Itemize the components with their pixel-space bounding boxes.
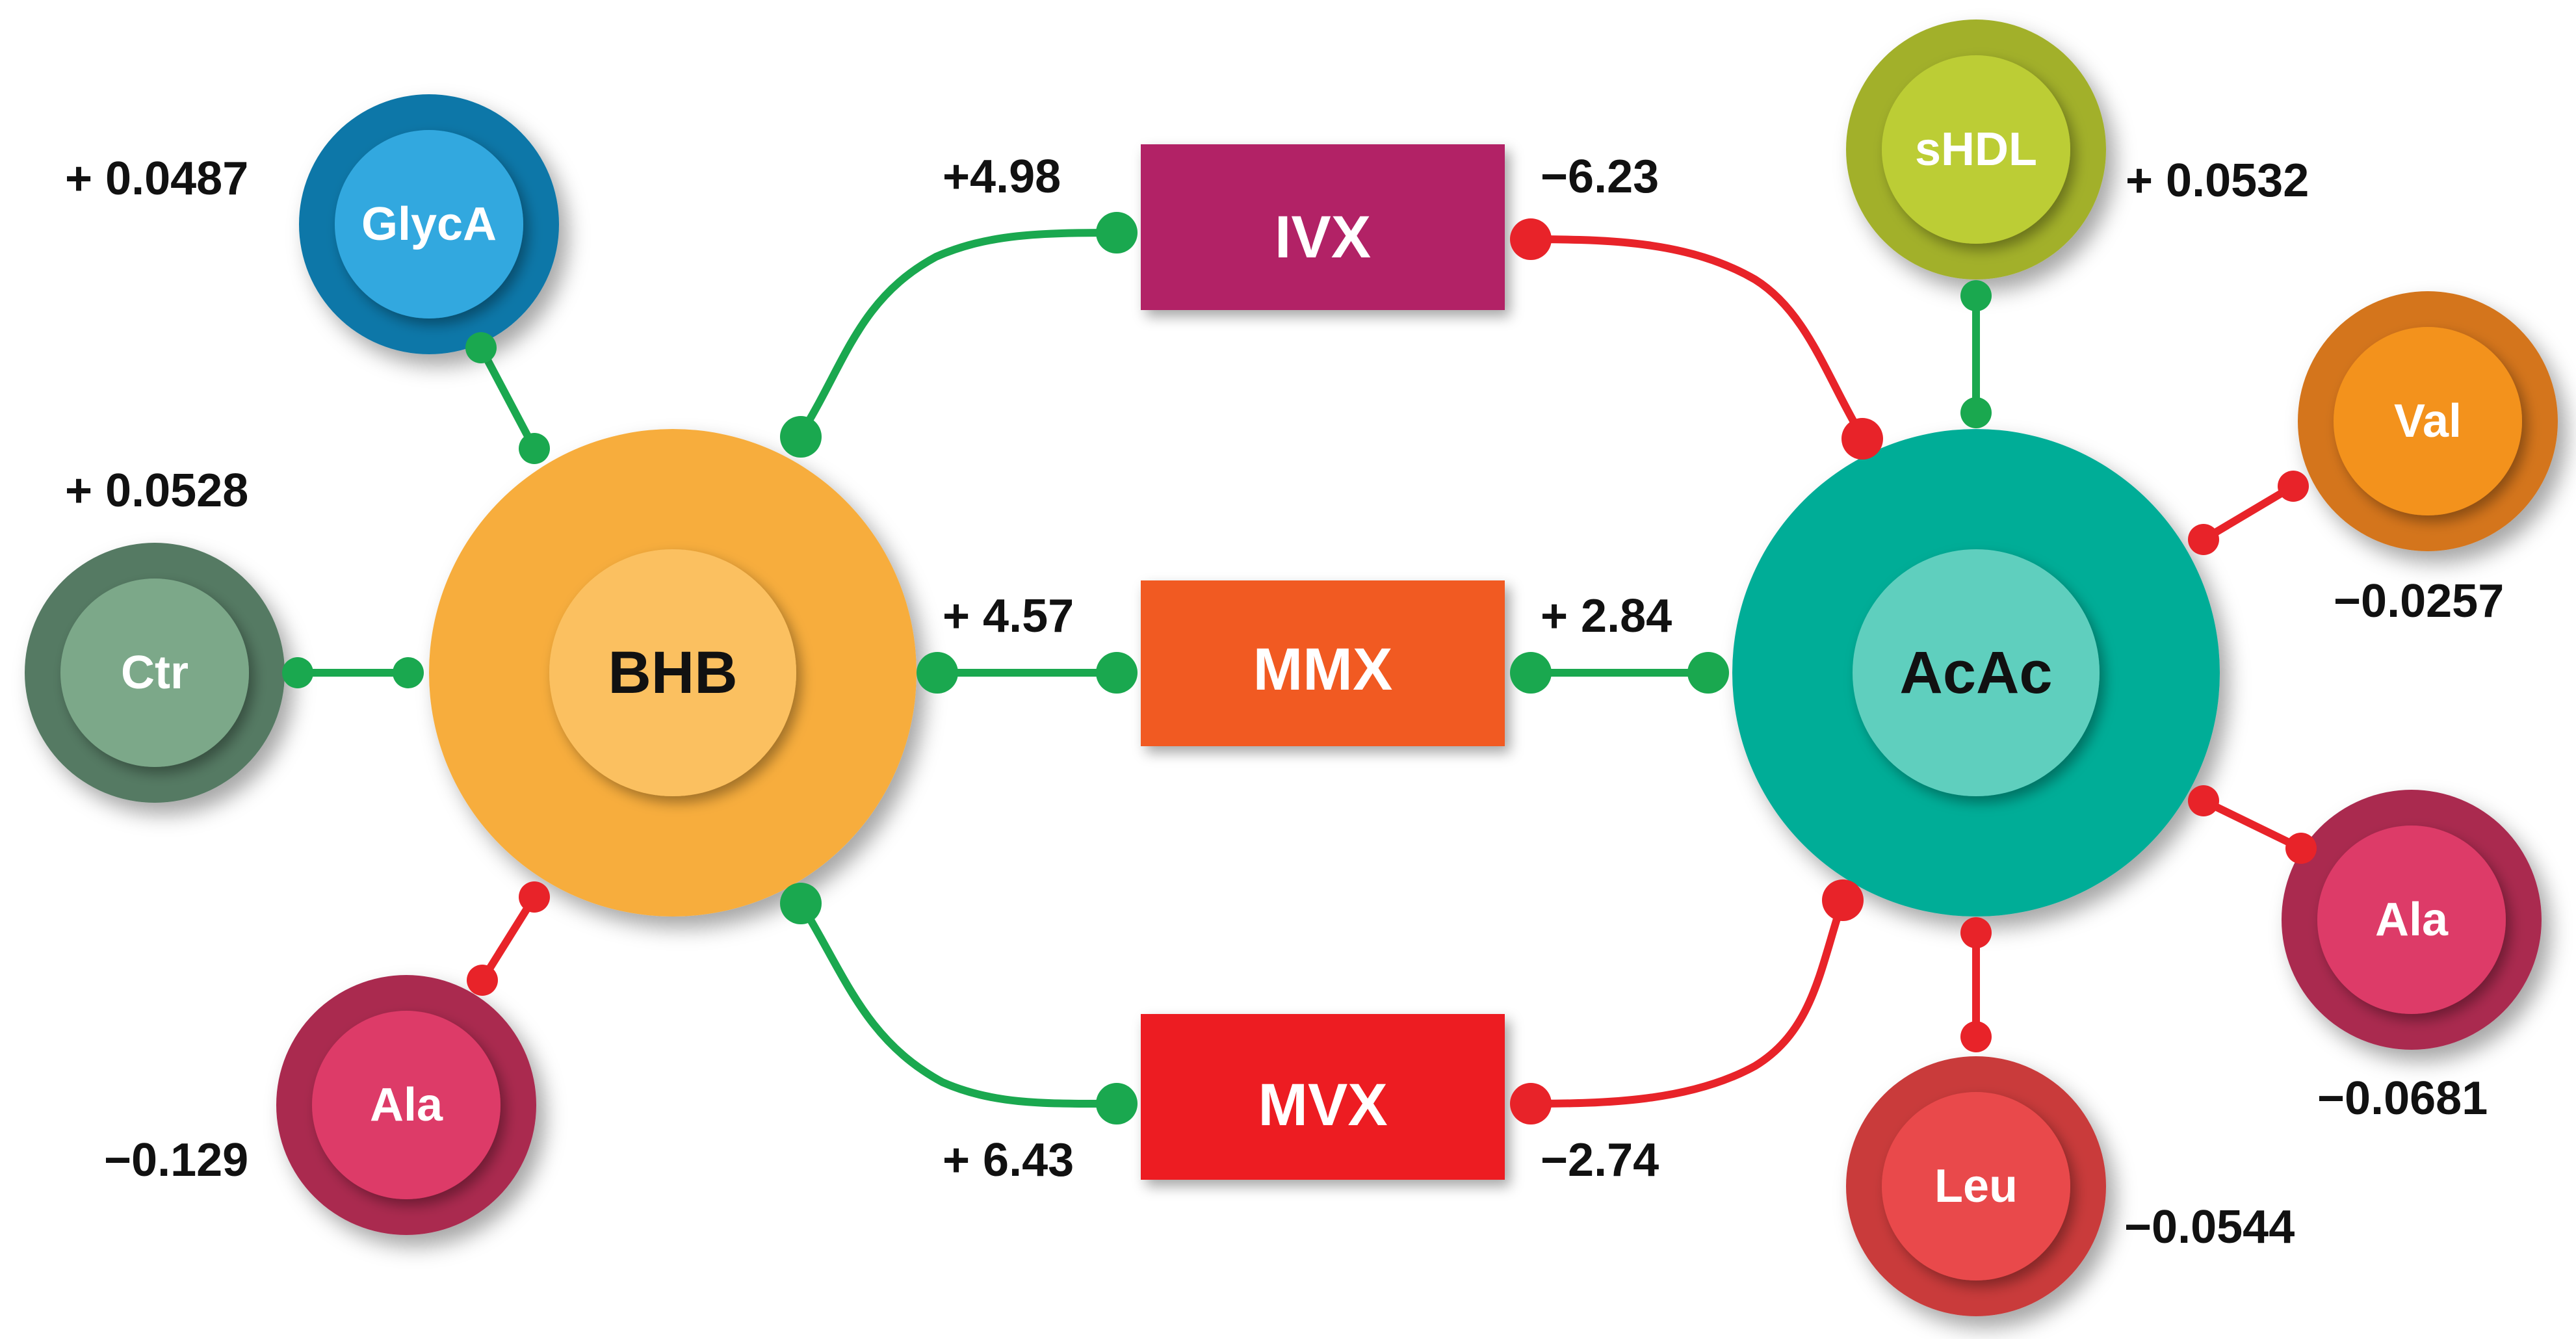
bhb-label: BHB bbox=[608, 640, 737, 706]
mmx-right-value: + 2.84 bbox=[1541, 590, 1672, 642]
acac-inner-disc bbox=[1853, 549, 2100, 796]
val-start-dot bbox=[2278, 471, 2309, 502]
bhb-ivx-end-dot bbox=[1096, 212, 1138, 254]
connector-dots bbox=[282, 212, 2317, 1124]
mvx-right-value: −2.74 bbox=[1541, 1134, 1659, 1186]
shdl-label: sHDL bbox=[1915, 124, 2037, 176]
mmx-acac-end-dot bbox=[1687, 652, 1729, 694]
bhb-mvx-end-dot bbox=[1096, 1083, 1138, 1124]
mvx-acac-start-dot bbox=[1510, 1083, 1552, 1124]
glyca-inner-disc bbox=[335, 130, 523, 318]
val-end-dot bbox=[2188, 524, 2219, 555]
bhb-hub: BHB bbox=[429, 429, 917, 916]
val-inner-disc bbox=[2334, 327, 2522, 515]
ala-right-value: −0.0681 bbox=[2317, 1072, 2488, 1124]
val-acac-link bbox=[2201, 482, 2296, 543]
ala-left-label: Ala bbox=[370, 1079, 443, 1131]
ctr-value: + 0.0528 bbox=[65, 465, 248, 517]
bhb-mmx-start-dot bbox=[917, 652, 958, 694]
mvx-rect bbox=[1141, 1014, 1505, 1180]
shdl-inner-disc bbox=[1882, 55, 2070, 244]
bhb-mvx-link bbox=[797, 901, 1117, 1108]
leu-node: Leu bbox=[1846, 1056, 2106, 1316]
ctr-label: Ctr bbox=[121, 647, 189, 699]
ala-right-label: Ala bbox=[2375, 894, 2449, 946]
ivx-acac-link bbox=[1527, 235, 1866, 439]
bhb-ivx-link bbox=[797, 229, 1117, 437]
mvx-label: MVX bbox=[1258, 1072, 1387, 1138]
ala-left-bhb-link bbox=[478, 894, 538, 983]
leu-end-dot bbox=[1960, 1021, 1992, 1052]
bhb-mvx-start-dot bbox=[780, 883, 822, 924]
mmx-label: MMX bbox=[1253, 636, 1393, 703]
mmx-left-value: + 4.57 bbox=[943, 590, 1074, 642]
ala-left-end-dot bbox=[519, 881, 550, 913]
ala-right-node: Ala bbox=[2282, 790, 2542, 1050]
ala-left-node: Ala bbox=[276, 975, 536, 1235]
ala-left-value: −0.129 bbox=[104, 1134, 248, 1186]
leu-start-dot bbox=[1960, 917, 1992, 948]
ivx-label: IVX bbox=[1275, 204, 1371, 270]
bhb-mmx-end-dot bbox=[1096, 652, 1138, 694]
ala-right-end-dot bbox=[2285, 833, 2317, 864]
ctr-end-dot bbox=[393, 657, 424, 688]
ivx-acac-start-dot bbox=[1510, 218, 1552, 260]
shdl-start-dot bbox=[1960, 280, 1992, 311]
glyca-start-dot bbox=[465, 332, 497, 363]
shdl-node: sHDL bbox=[1846, 20, 2106, 280]
bhb-ivx-start-dot bbox=[780, 416, 822, 458]
mvx-acac-end-dot bbox=[1822, 879, 1864, 921]
acac-hub: AcAc bbox=[1732, 429, 2220, 916]
mmx-box: MMX bbox=[1141, 580, 1505, 746]
val-label: Val bbox=[2394, 395, 2462, 447]
ivx-acac-end-dot bbox=[1841, 418, 1883, 460]
mmx-acac-start-dot bbox=[1510, 652, 1552, 694]
coefficient-labels: +4.98 −6.23 + 4.57 + 2.84 + 6.43 −2.74 +… bbox=[65, 151, 2504, 1253]
leu-label: Leu bbox=[1934, 1160, 2018, 1212]
leu-value: −0.0544 bbox=[2124, 1201, 2295, 1253]
mmx-rect bbox=[1141, 580, 1505, 746]
val-value: −0.0257 bbox=[2334, 575, 2504, 627]
ivx-right-value: −6.23 bbox=[1541, 151, 1659, 203]
ctr-start-dot bbox=[282, 657, 313, 688]
ala-left-inner-disc bbox=[312, 1011, 501, 1199]
glyca-node: GlycA bbox=[299, 94, 559, 354]
glyca-value: + 0.0487 bbox=[65, 153, 248, 205]
val-node: Val bbox=[2298, 291, 2558, 551]
glyca-end-dot bbox=[519, 433, 550, 464]
ala-left-start-dot bbox=[467, 965, 498, 996]
ala-right-inner-disc bbox=[2317, 826, 2506, 1014]
bhb-inner-disc bbox=[549, 549, 796, 796]
ctr-inner-disc bbox=[60, 578, 249, 767]
connectors bbox=[298, 229, 2303, 1108]
mvx-acac-link bbox=[1527, 899, 1847, 1108]
ala-right-acac-link bbox=[2202, 797, 2303, 852]
glyca-label: GlycA bbox=[361, 198, 497, 250]
ivx-rect bbox=[1141, 144, 1505, 310]
shdl-value: + 0.0532 bbox=[2126, 155, 2309, 207]
ivx-box: IVX bbox=[1141, 144, 1505, 310]
ctr-node: Ctr bbox=[25, 543, 285, 803]
shdl-end-dot bbox=[1960, 397, 1992, 428]
ala-right-start-dot bbox=[2188, 785, 2219, 816]
mvx-box: MVX bbox=[1141, 1014, 1505, 1180]
acac-label: AcAc bbox=[1899, 640, 2052, 706]
leu-inner-disc bbox=[1882, 1092, 2070, 1280]
mvx-left-value: + 6.43 bbox=[943, 1134, 1074, 1186]
ivx-left-value: +4.98 bbox=[943, 151, 1061, 203]
glyca-bhb-link bbox=[477, 346, 538, 450]
